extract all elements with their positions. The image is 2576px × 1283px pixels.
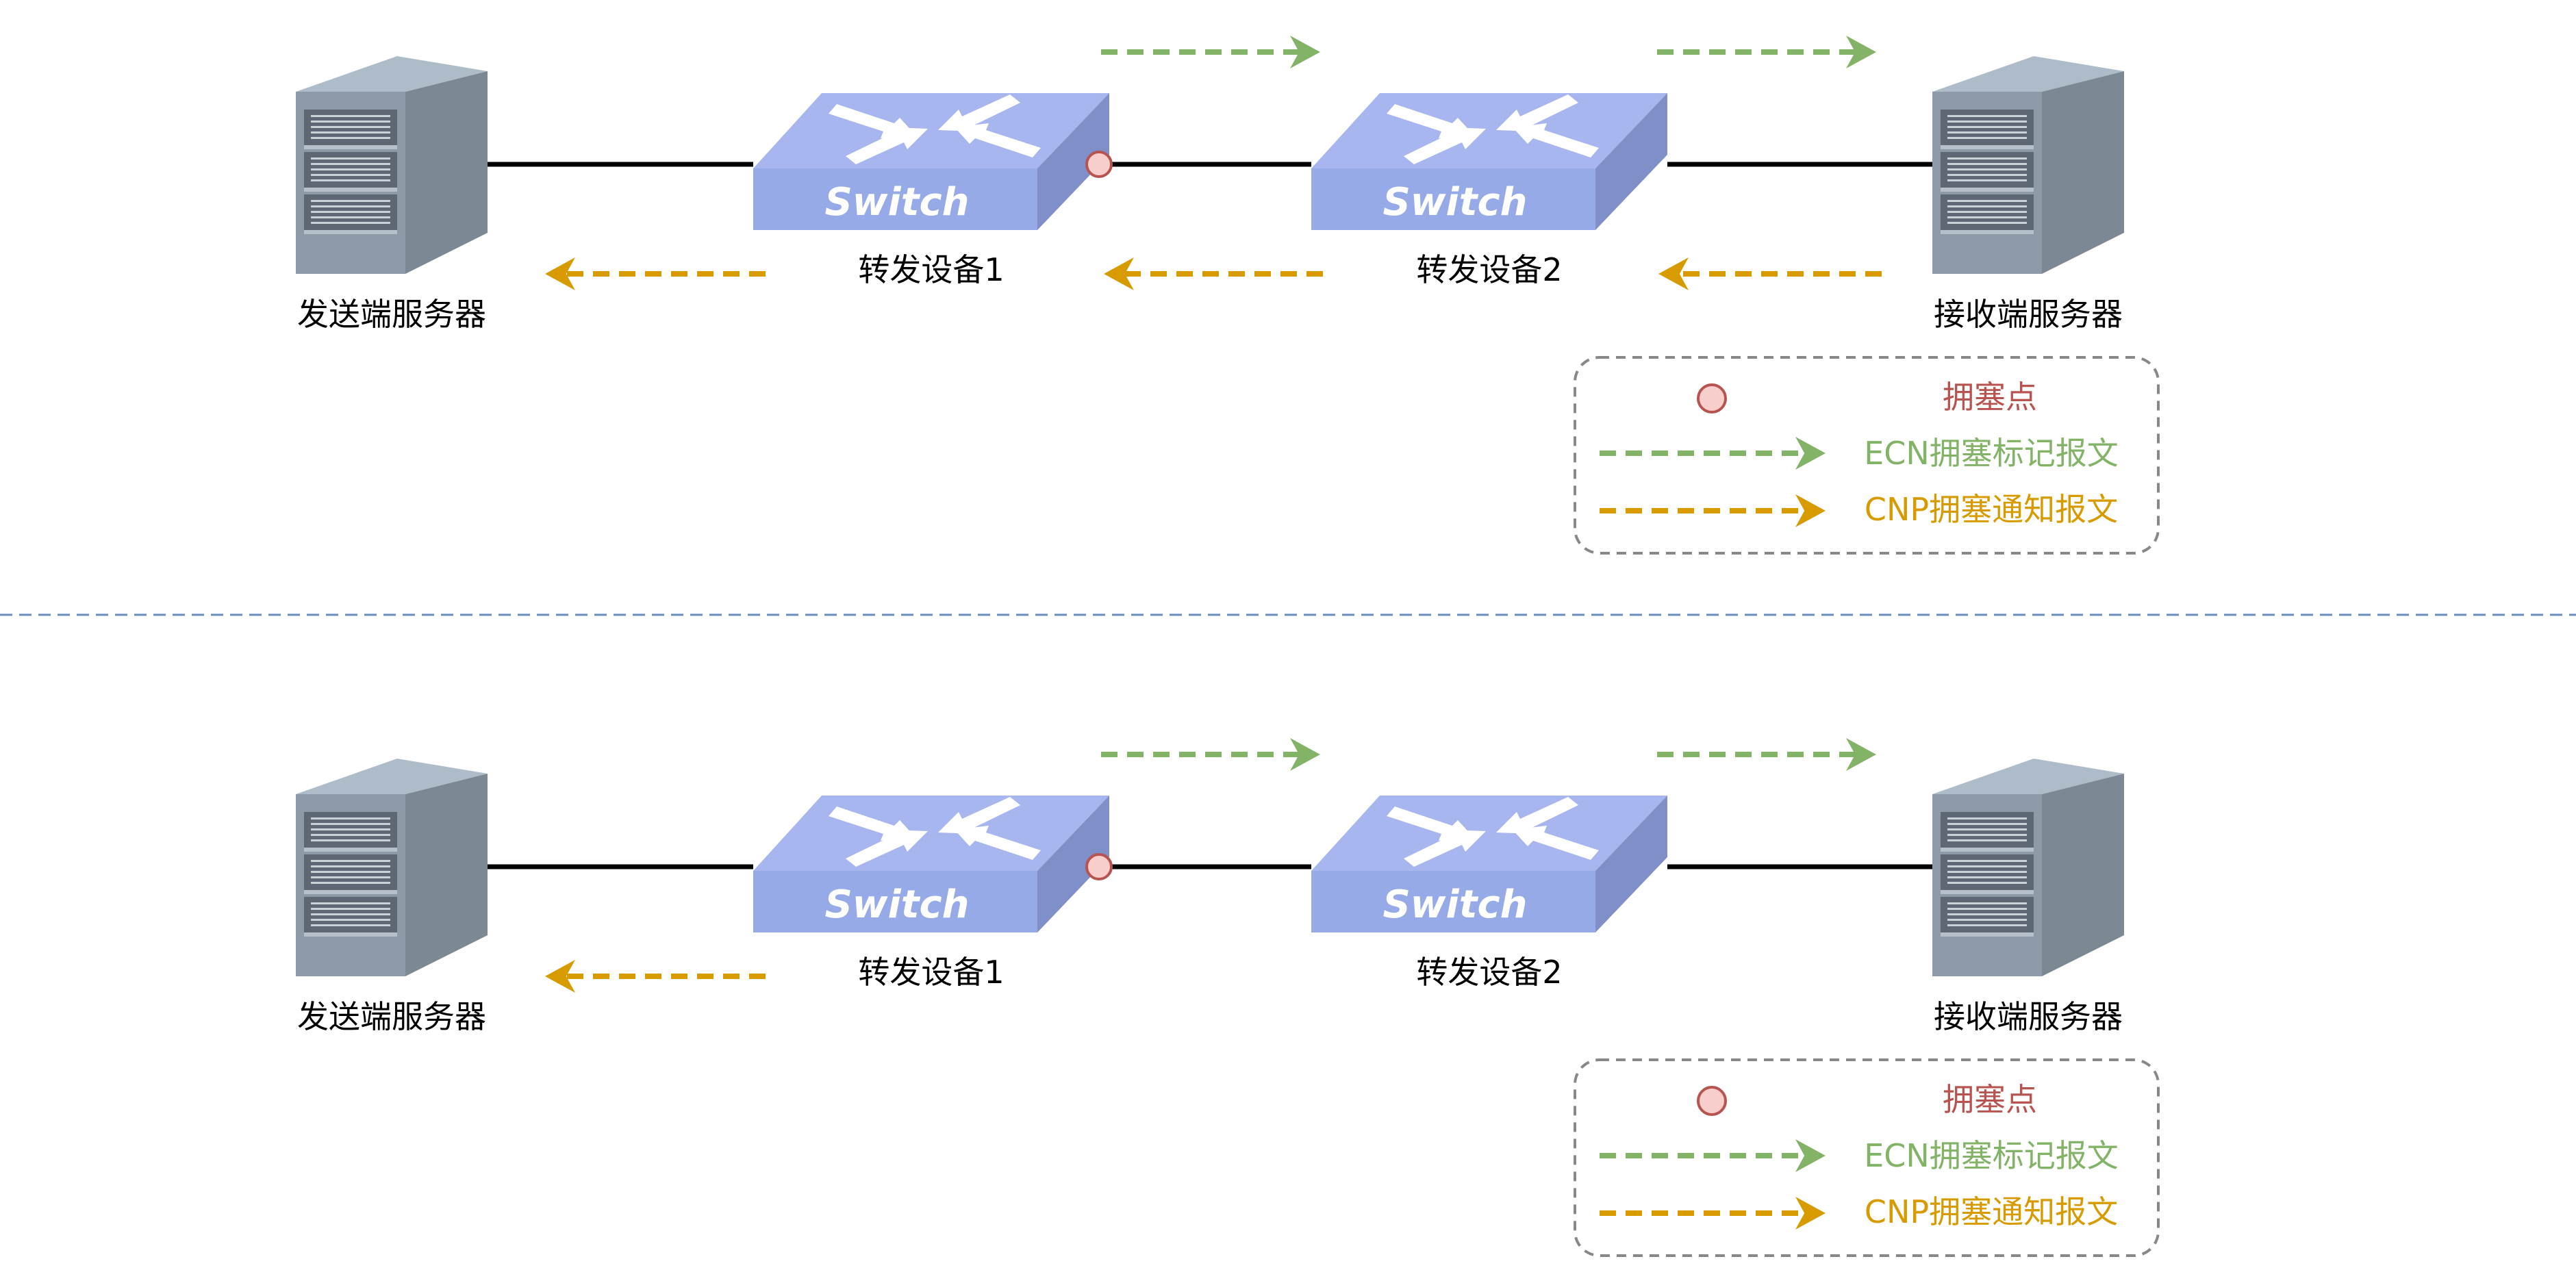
switch2-label: 转发设备2	[1416, 954, 1562, 991]
ecn-arrow	[1657, 738, 1876, 771]
ecn-arrow	[1657, 36, 1876, 68]
legend-congestion-icon	[1697, 1086, 1727, 1116]
switch-label: Switch	[824, 882, 969, 927]
legend-box	[1574, 356, 2160, 555]
legend-ecn-label: ECN拥塞标记报文	[1864, 1137, 2119, 1174]
cnp-arrow	[545, 257, 766, 290]
cnp-arrow	[1658, 257, 1882, 290]
legend-cnp-arrow	[1600, 494, 1826, 527]
receiver-server-icon	[1932, 759, 2124, 976]
receiver-server-icon	[1932, 56, 2124, 274]
ecn-arrow	[1101, 36, 1320, 68]
ecn-arrow	[1101, 738, 1320, 771]
legend-cnp-label: CNP拥塞通知报文	[1865, 491, 2118, 528]
switch1-icon: Switch	[753, 93, 1109, 230]
switch-label: Switch	[1382, 180, 1527, 225]
congestion-point-icon	[1085, 151, 1113, 178]
sender-server-icon	[296, 56, 488, 274]
legend-congestion-icon	[1697, 383, 1727, 414]
cnp-arrow	[545, 960, 766, 993]
sender-label: 发送端服务器	[297, 998, 486, 1035]
sender-server-icon	[296, 759, 488, 976]
switch2-label: 转发设备2	[1416, 251, 1562, 288]
cnp-arrow	[1104, 257, 1323, 290]
legend-cnp-label: CNP拥塞通知报文	[1865, 1193, 2118, 1230]
switch1-icon: Switch	[753, 796, 1109, 932]
legend: 拥塞点 ECN拥塞标记报文 CNP拥塞通知报文	[1574, 1058, 2160, 1257]
legend: 拥塞点 ECN拥塞标记报文 CNP拥塞通知报文	[1574, 356, 2160, 555]
legend-congestion-label: 拥塞点	[1943, 379, 2037, 416]
switch1-label: 转发设备1	[858, 251, 1004, 288]
switch1-label: 转发设备1	[858, 954, 1004, 991]
switch-label: Switch	[1382, 882, 1527, 927]
legend-ecn-arrow	[1600, 437, 1826, 470]
switch2-icon: Switch	[1311, 796, 1667, 932]
receiver-label: 接收端服务器	[1934, 998, 2123, 1035]
sender-label: 发送端服务器	[297, 296, 486, 333]
legend-congestion-label: 拥塞点	[1943, 1081, 2037, 1118]
legend-ecn-arrow	[1600, 1139, 1826, 1172]
legend-ecn-label: ECN拥塞标记报文	[1864, 435, 2119, 472]
switch-label: Switch	[824, 180, 969, 225]
switch2-icon: Switch	[1311, 93, 1667, 230]
receiver-label: 接收端服务器	[1934, 296, 2123, 333]
legend-box	[1574, 1058, 2160, 1257]
legend-cnp-arrow	[1600, 1197, 1826, 1230]
congestion-point-icon	[1085, 853, 1113, 880]
